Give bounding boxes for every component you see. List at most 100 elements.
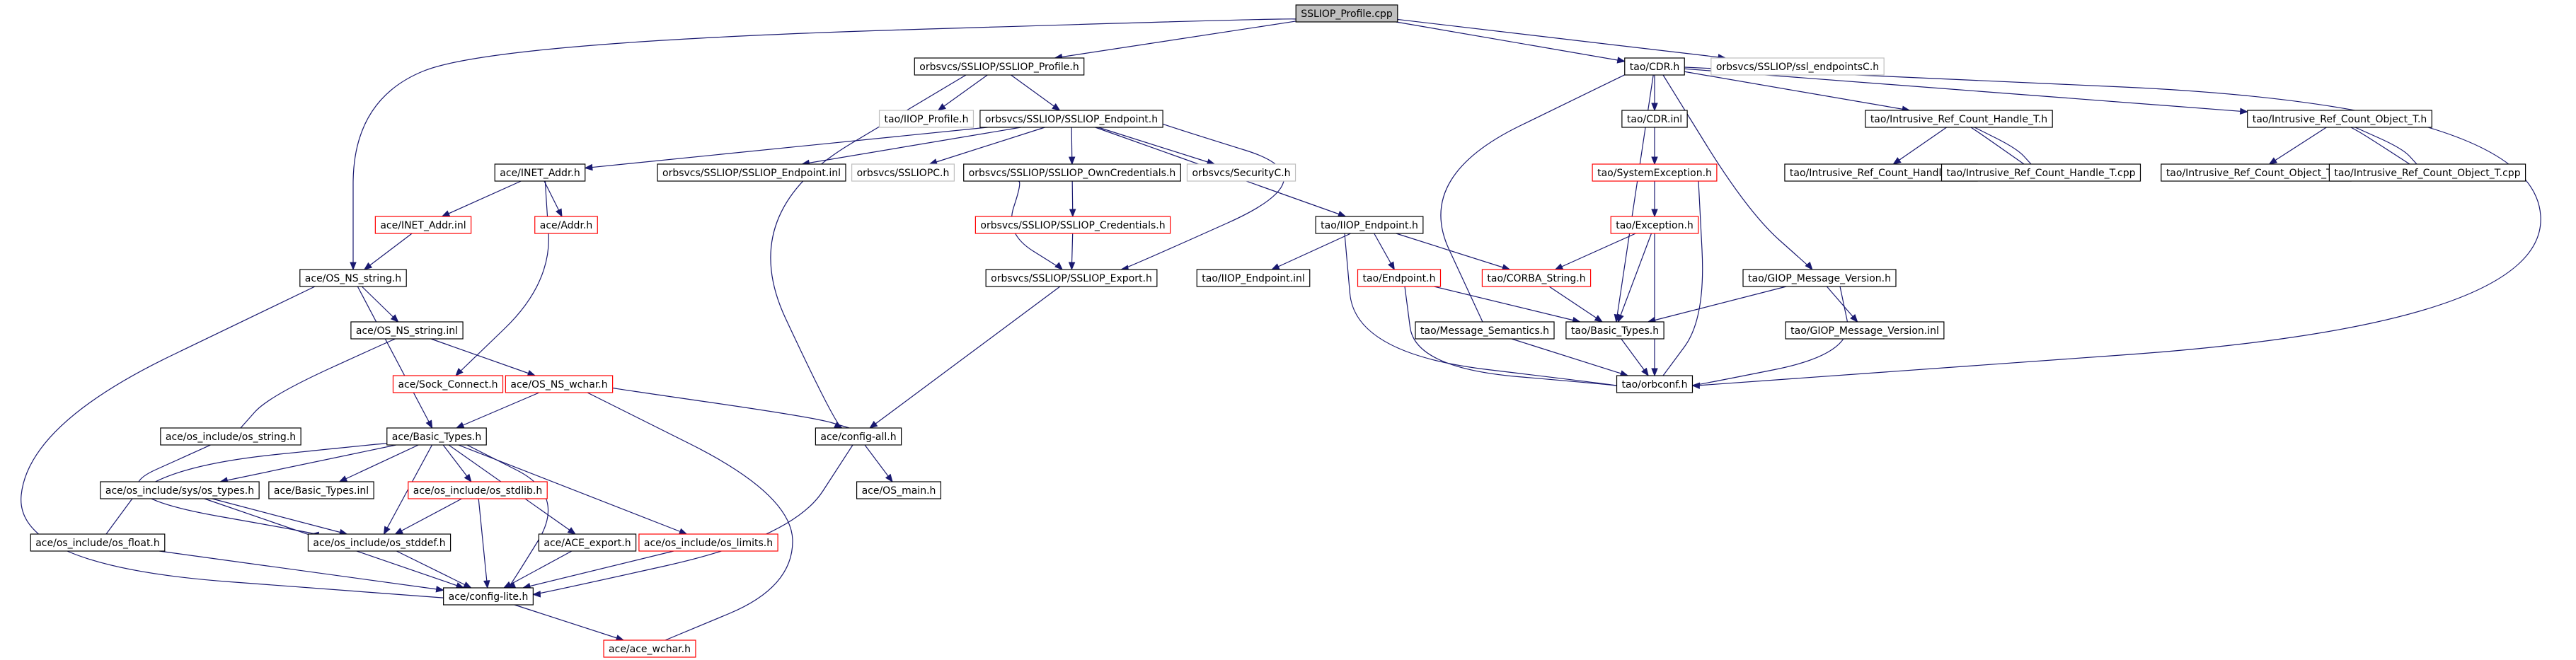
node-box bbox=[386, 427, 487, 446]
node-label: ace/ace_wchar.h bbox=[609, 644, 691, 655]
node-ssliop-profile-h[interactable]: orbsvcs/SSLIOP/SSLIOP_Profile.h bbox=[914, 57, 1085, 76]
edge-line bbox=[1098, 127, 1215, 165]
node-label: tao/Message_Semantics.h bbox=[1420, 325, 1549, 337]
node-box bbox=[1295, 4, 1398, 23]
node-label: tao/SystemException.h bbox=[1597, 168, 1712, 179]
node-ssliop-export-h[interactable]: orbsvcs/SSLIOP/SSLIOP_Export.h bbox=[985, 269, 1158, 287]
node-label: orbsvcs/SSLIOP/SSLIOP_OwnCredentials.h bbox=[969, 168, 1176, 179]
node-endpoint-h[interactable]: tao/Endpoint.h bbox=[1357, 269, 1442, 287]
node-corba-string-h[interactable]: tao/CORBA_String.h bbox=[1481, 269, 1592, 287]
node-inet-addr-inl[interactable]: ace/INET_Addr.inl bbox=[374, 216, 472, 234]
node-credentials-h[interactable]: orbsvcs/SSLIOP/SSLIOP_Credentials.h bbox=[974, 216, 1171, 234]
node-label: ace/OS_NS_wchar.h bbox=[510, 379, 607, 390]
node-label: tao/IIOP_Endpoint.inl bbox=[1202, 273, 1304, 284]
node-os-limits-h[interactable]: ace/os_include/os_limits.h bbox=[638, 533, 778, 552]
node-box bbox=[160, 427, 301, 446]
node-box bbox=[505, 375, 614, 393]
edge-line bbox=[352, 18, 1298, 270]
node-label: tao/CDR.inl bbox=[1627, 114, 1682, 125]
node-label: orbsvcs/SSLIOP/SSLIOP_Endpoint.h bbox=[985, 114, 1158, 125]
node-box bbox=[2247, 110, 2432, 128]
node-ace-wchar-h[interactable]: ace/ace_wchar.h bbox=[603, 639, 696, 658]
node-giop-version-h[interactable]: tao/GIOP_Message_Version.h bbox=[1742, 269, 1897, 287]
node-label: ace/os_include/os_limits.h bbox=[644, 538, 773, 549]
edge-arrowhead bbox=[363, 262, 373, 270]
node-label: tao/CORBA_String.h bbox=[1487, 273, 1585, 284]
dependency-edge-os_float_h-to-config_lite_h bbox=[159, 550, 444, 593]
dependency-edge-owncredentials_h-to-credentials_h bbox=[1069, 180, 1076, 218]
node-label: ace/os_include/sys/os_types.h bbox=[105, 485, 254, 497]
edge-line bbox=[1054, 21, 1296, 59]
edge-line bbox=[503, 550, 573, 589]
node-iiop-profile-h[interactable]: tao/IIOP_Profile.h bbox=[878, 110, 974, 128]
dependency-edge-exception_h-to-orbconf_h bbox=[1651, 233, 1658, 377]
node-os-string-h[interactable]: ace/os_include/os_string.h bbox=[160, 427, 301, 446]
node-iiop-endpoint-inl[interactable]: tao/IIOP_Endpoint.inl bbox=[1196, 269, 1311, 287]
node-config-all-h[interactable]: ace/config-all.h bbox=[815, 427, 902, 446]
edge-line bbox=[442, 444, 472, 482]
dependency-edge-cdr_h-to-giop_version_h bbox=[1662, 74, 1813, 271]
node-box bbox=[1742, 269, 1897, 287]
edge-line bbox=[869, 286, 1061, 429]
node-ssliop-endpoint-h[interactable]: orbsvcs/SSLIOP/SSLIOP_Endpoint.h bbox=[979, 110, 1163, 128]
node-giop-version-inl[interactable]: tao/GIOP_Message_Version.inl bbox=[1785, 321, 1945, 340]
node-ssliop-endpoint-inl[interactable]: orbsvcs/SSLIOP/SSLIOP_Endpoint.inl bbox=[657, 163, 846, 182]
node-irc-object-inl[interactable]: tao/Intrusive_Ref_Count_Object_T.inl bbox=[2161, 163, 2352, 182]
node-addr-h[interactable]: ace/Addr.h bbox=[534, 216, 598, 234]
node-message-semantics-h[interactable]: tao/Message_Semantics.h bbox=[1415, 321, 1555, 340]
edge-arrowhead bbox=[350, 262, 357, 271]
node-os-main-h[interactable]: ace/OS_main.h bbox=[856, 481, 942, 499]
node-os-ns-wchar-h[interactable]: ace/OS_NS_wchar.h bbox=[505, 375, 614, 393]
node-exception-h[interactable]: tao/Exception.h bbox=[1610, 216, 1699, 234]
edge-arrowhead bbox=[455, 368, 464, 376]
node-sys-types-h[interactable]: ace/os_include/sys/os_types.h bbox=[100, 481, 260, 499]
node-inet-addr-h[interactable]: ace/INET_Addr.h bbox=[494, 163, 586, 182]
node-cdr-inl[interactable]: tao/CDR.inl bbox=[1621, 110, 1688, 128]
edge-arrowhead bbox=[556, 208, 563, 218]
node-ace-export-h[interactable]: ace/ACE_export.h bbox=[538, 533, 637, 552]
node-basic-types-inl[interactable]: ace/Basic_Types.inl bbox=[268, 481, 374, 499]
node-label: ace/os_include/os_float.h bbox=[35, 538, 160, 549]
node-systemexception-h[interactable]: tao/SystemException.h bbox=[1592, 163, 1718, 182]
node-label: orbsvcs/SSLIOP/SSLIOP_Profile.h bbox=[919, 62, 1079, 73]
node-iiop-endpoint-h[interactable]: tao/IIOP_Endpoint.h bbox=[1315, 216, 1424, 234]
node-os-stddef-h[interactable]: ace/os_include/os_stddef.h bbox=[307, 533, 452, 552]
node-cdr-h[interactable]: tao/CDR.h bbox=[1624, 57, 1685, 76]
node-basic-types-h-ace[interactable]: ace/Basic_Types.h bbox=[386, 427, 487, 446]
node-irc-handle-cpp[interactable]: tao/Intrusive_Ref_Count_Handle_T.cpp bbox=[1940, 163, 2141, 182]
dependency-edge-inet_addr_h-to-addr_h bbox=[544, 180, 563, 218]
dependency-edge-root-to-os_ns_string_h bbox=[350, 18, 1298, 271]
dependency-edge-irc_object_h-to-irc_object_inl bbox=[2268, 127, 2327, 165]
node-orbconf-h[interactable]: tao/orbconf.h bbox=[1616, 375, 1694, 393]
node-box bbox=[299, 269, 407, 287]
edge-line bbox=[1648, 286, 1787, 323]
node-owncredentials-h[interactable]: orbsvcs/SSLIOP/SSLIOP_OwnCredentials.h bbox=[963, 163, 1181, 182]
node-securityc-h[interactable]: orbsvcs/SecurityC.h bbox=[1186, 163, 1296, 182]
node-box bbox=[963, 163, 1181, 182]
dependency-edge-config_all_h-to-os_main_h bbox=[864, 444, 893, 483]
node-label: orbsvcs/SSLIOPC.h bbox=[857, 168, 950, 179]
node-ssl-endpointsc-h[interactable]: orbsvcs/SSLIOP/ssl_endpointsC.h bbox=[1710, 57, 1885, 76]
node-sock-connect-h[interactable]: ace/Sock_Connect.h bbox=[392, 375, 504, 393]
node-label: ace/config-all.h bbox=[820, 432, 896, 443]
node-irc-object-cpp[interactable]: tao/Intrusive_Ref_Count_Object_T.cpp bbox=[2328, 163, 2526, 182]
node-os-stdlib-h[interactable]: ace/os_include/os_stdlib.h bbox=[408, 481, 548, 499]
edge-line bbox=[1684, 66, 2541, 387]
edge-line bbox=[1396, 21, 1625, 62]
node-ssliopc-h[interactable]: orbsvcs/SSLIOPC.h bbox=[851, 163, 955, 182]
node-config-lite-h[interactable]: ace/config-lite.h bbox=[443, 587, 534, 606]
node-irc-object-h[interactable]: tao/Intrusive_Ref_Count_Object_T.h bbox=[2247, 110, 2432, 128]
edge-line bbox=[522, 550, 674, 589]
node-os-float-h[interactable]: ace/os_include/os_float.h bbox=[30, 533, 166, 552]
node-box bbox=[914, 57, 1085, 76]
edge-line bbox=[357, 286, 433, 429]
node-box bbox=[657, 163, 846, 182]
edge-arrowhead bbox=[483, 580, 490, 589]
node-label: ace/INET_Addr.h bbox=[500, 168, 580, 179]
node-os-ns-string-inl[interactable]: ace/OS_NS_string.inl bbox=[350, 321, 464, 340]
node-irc-handle-h[interactable]: tao/Intrusive_Ref_Count_Handle_T.h bbox=[1865, 110, 2053, 128]
edge-line bbox=[396, 550, 471, 589]
edge-line bbox=[456, 392, 540, 429]
node-basic-types-h-tao[interactable]: tao/Basic_Types.h bbox=[1565, 321, 1664, 340]
node-os-ns-string-h[interactable]: ace/OS_NS_string.h bbox=[299, 269, 407, 287]
